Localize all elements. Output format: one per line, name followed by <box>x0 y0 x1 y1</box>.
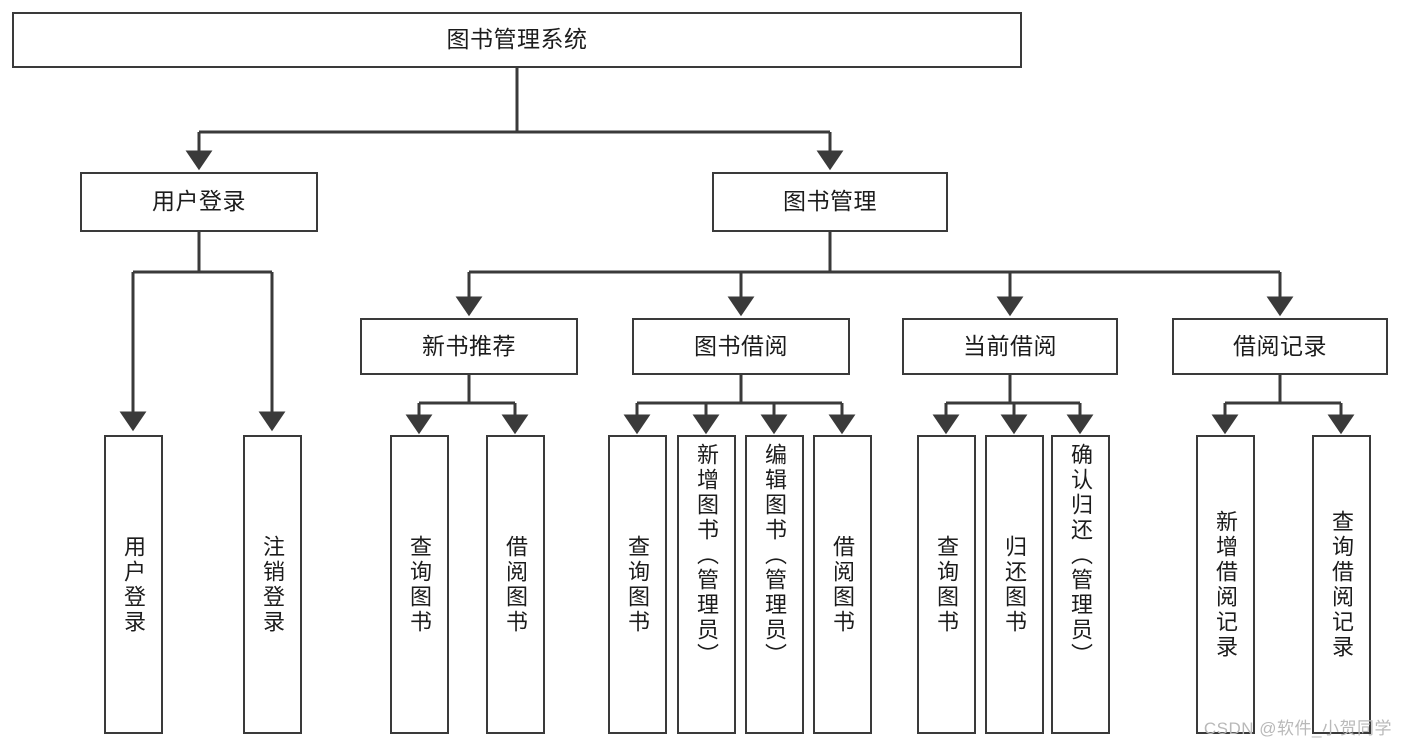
node-leaf-add-book[interactable]: 新增图书（管理员） <box>677 435 736 734</box>
node-leaf-borrow-book-1-label: 借阅图书 <box>503 534 529 635</box>
node-book-manage[interactable]: 图书管理 <box>712 172 948 232</box>
node-leaf-query-record[interactable]: 查询借阅记录 <box>1312 435 1371 734</box>
node-leaf-borrow-book-1[interactable]: 借阅图书 <box>486 435 545 734</box>
node-current-borrow-label: 当前借阅 <box>963 332 1057 359</box>
node-user-login-label: 用户登录 <box>152 188 246 215</box>
node-root[interactable]: 图书管理系统 <box>12 12 1022 68</box>
node-leaf-query-book-1[interactable]: 查询图书 <box>390 435 449 734</box>
node-leaf-logout-login-label: 注销登录 <box>260 534 286 635</box>
node-leaf-borrow-book-2-label: 借阅图书 <box>830 534 856 635</box>
node-leaf-edit-book-label: 编辑图书（管理员） <box>762 443 788 668</box>
node-leaf-confirm-return[interactable]: 确认归还（管理员） <box>1051 435 1110 734</box>
node-leaf-query-book-2[interactable]: 查询图书 <box>608 435 667 734</box>
node-leaf-add-record[interactable]: 新增借阅记录 <box>1196 435 1255 734</box>
node-leaf-query-book-1-label: 查询图书 <box>407 534 433 635</box>
node-leaf-add-record-label: 新增借阅记录 <box>1213 509 1239 660</box>
node-leaf-add-book-label: 新增图书（管理员） <box>694 443 720 668</box>
node-leaf-return-book-label: 归还图书 <box>1002 534 1028 635</box>
node-leaf-return-book[interactable]: 归还图书 <box>985 435 1044 734</box>
node-leaf-user-login[interactable]: 用户登录 <box>104 435 163 734</box>
node-leaf-user-login-label: 用户登录 <box>121 534 147 635</box>
node-new-book-recommend[interactable]: 新书推荐 <box>360 318 578 375</box>
node-leaf-query-book-2-label: 查询图书 <box>625 534 651 635</box>
node-leaf-query-record-label: 查询借阅记录 <box>1329 509 1355 660</box>
node-leaf-confirm-return-label: 确认归还（管理员） <box>1068 443 1094 668</box>
node-new-book-recommend-label: 新书推荐 <box>422 332 516 359</box>
node-leaf-logout-login[interactable]: 注销登录 <box>243 435 302 734</box>
node-book-borrow-label: 图书借阅 <box>694 332 788 359</box>
node-borrow-record[interactable]: 借阅记录 <box>1172 318 1388 375</box>
node-user-login[interactable]: 用户登录 <box>80 172 318 232</box>
node-leaf-edit-book[interactable]: 编辑图书（管理员） <box>745 435 804 734</box>
node-leaf-query-book-3-label: 查询图书 <box>934 534 960 635</box>
node-leaf-borrow-book-2[interactable]: 借阅图书 <box>813 435 872 734</box>
node-leaf-query-book-3[interactable]: 查询图书 <box>917 435 976 734</box>
node-borrow-record-label: 借阅记录 <box>1233 332 1327 359</box>
node-book-borrow[interactable]: 图书借阅 <box>632 318 850 375</box>
node-current-borrow[interactable]: 当前借阅 <box>902 318 1118 375</box>
node-root-label: 图书管理系统 <box>446 26 588 53</box>
node-book-manage-label: 图书管理 <box>783 188 877 215</box>
